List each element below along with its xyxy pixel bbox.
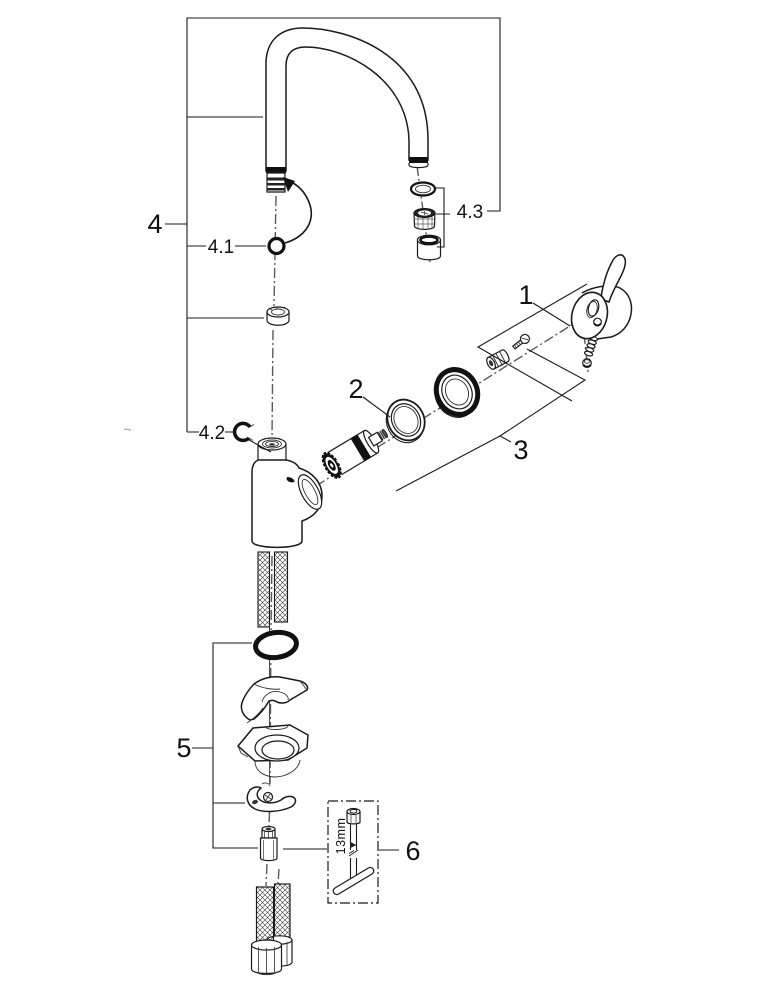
spout-shank-band bbox=[266, 167, 286, 173]
label-part3: 3 bbox=[513, 435, 528, 465]
aerator-sleeve bbox=[416, 234, 442, 261]
lever-handle bbox=[570, 254, 633, 340]
bracket-part5 bbox=[192, 642, 258, 849]
handle-screw bbox=[511, 333, 531, 350]
label-part4-3: 4.3 bbox=[457, 202, 483, 223]
bracket-part4 bbox=[165, 17, 501, 433]
cap-nut bbox=[486, 349, 510, 370]
callout-labels: 1 2 3 4 4.1 4.2 4.3 5 6 13mm bbox=[147, 202, 533, 866]
mounting-nut bbox=[236, 724, 309, 778]
handle-spring bbox=[583, 335, 599, 357]
label-part4-1: 4.1 bbox=[208, 237, 234, 258]
faucet-body bbox=[251, 437, 323, 549]
aerator-washer bbox=[409, 181, 437, 197]
spout-outlet-seal-band bbox=[409, 157, 428, 163]
set-screw bbox=[582, 358, 592, 368]
aerator-assembly bbox=[409, 181, 442, 261]
cartridge-flange-ring bbox=[385, 398, 426, 444]
handle-lever-blade bbox=[600, 254, 627, 303]
rotation-arrow bbox=[283, 177, 312, 244]
tailpipe-hoses bbox=[257, 551, 289, 628]
supply-hoses bbox=[250, 883, 293, 976]
stray-mark bbox=[123, 428, 132, 431]
bracket-aerator-4-3 bbox=[436, 187, 450, 248]
leader-lines-1-2-3 bbox=[362, 283, 588, 492]
label-part4-2: 4.2 bbox=[199, 423, 225, 444]
label-part4: 4 bbox=[147, 209, 162, 239]
label-tool-size: 13mm bbox=[334, 818, 348, 855]
connection-nipple bbox=[259, 825, 278, 862]
spout bbox=[265, 27, 429, 193]
label-part2: 2 bbox=[348, 374, 363, 404]
supply-hose-nut-left bbox=[250, 939, 283, 976]
label-part6: 6 bbox=[405, 836, 420, 866]
label-part5: 5 bbox=[176, 733, 191, 763]
base-o-ring bbox=[253, 629, 299, 661]
o-ring-4-1 bbox=[267, 236, 286, 256]
slip-ring-nut bbox=[266, 306, 290, 326]
mounting-horseshoe-bracket bbox=[246, 782, 297, 813]
aerator-insert bbox=[413, 208, 436, 230]
snap-ring bbox=[232, 421, 272, 453]
stabilizer-plate bbox=[240, 676, 309, 724]
cartridge bbox=[321, 429, 388, 480]
escutcheon-ring bbox=[433, 367, 481, 418]
tool-box bbox=[283, 800, 399, 904]
label-part1: 1 bbox=[518, 280, 533, 310]
socket-wrench bbox=[332, 807, 375, 896]
